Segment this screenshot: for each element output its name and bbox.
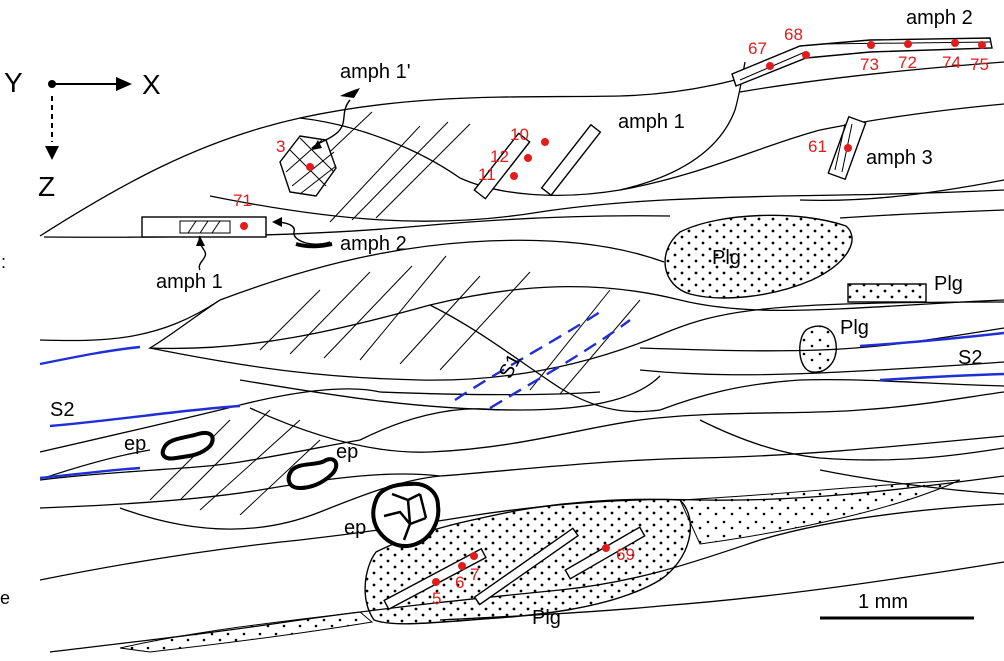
point-marker — [951, 39, 959, 47]
point-label: 73 — [860, 55, 879, 74]
point-label: 71 — [233, 191, 252, 210]
amph1-grain — [542, 125, 601, 195]
label-amph1-prime: amph 1' — [340, 61, 411, 83]
label-s2-left: S2 — [50, 399, 74, 421]
hatch-line — [290, 272, 370, 354]
point-marker — [524, 154, 532, 162]
s2-trace — [860, 333, 1004, 346]
plg-small-grain — [800, 326, 836, 372]
point-marker — [802, 51, 810, 59]
point-marker — [470, 552, 478, 560]
label-plg-right: Plg — [934, 273, 963, 295]
axis-x-arrowhead — [116, 77, 132, 91]
s2-trace — [880, 374, 1004, 380]
point-label: 75 — [970, 55, 989, 74]
point-label: 61 — [808, 137, 827, 156]
band-line — [220, 240, 664, 300]
hatch-line — [352, 122, 448, 220]
edge-mark-bottom: e — [0, 588, 10, 609]
band-line — [40, 300, 220, 341]
point-marker — [458, 562, 466, 570]
plg-large-grain — [665, 215, 852, 298]
point-label: 5 — [432, 589, 441, 608]
label-s2-right: S2 — [958, 347, 982, 369]
band-line — [840, 210, 1004, 218]
label-plg-large: Plg — [712, 247, 741, 269]
ep-grain — [289, 459, 337, 488]
point-label: 12 — [490, 147, 509, 166]
point-marker — [510, 172, 518, 180]
band-line — [430, 305, 660, 412]
amph1prime-arrow-tail — [340, 88, 360, 98]
hatch-line — [400, 276, 480, 364]
hatch-line — [376, 124, 470, 218]
label-ep-mid: ep — [336, 441, 358, 463]
edge-mark-top: : — [1, 252, 6, 273]
ep-grain — [163, 433, 213, 459]
label-amph2-top: amph 2 — [906, 7, 973, 29]
label-amph3: amph 3 — [866, 147, 933, 169]
amph2-arrowhead — [272, 217, 282, 227]
hatch-line — [260, 290, 320, 350]
label-amph1-top: amph 1 — [618, 111, 685, 133]
hatch-line — [530, 290, 610, 390]
point-label: 68 — [784, 25, 803, 44]
point-marker — [306, 163, 314, 171]
band-line — [800, 180, 1004, 200]
label-amph1-left: amph 1 — [156, 271, 223, 293]
hatch-line — [440, 272, 530, 370]
hatch-line — [324, 266, 412, 358]
point-marker — [432, 578, 440, 586]
axis-x-label: X — [142, 69, 161, 100]
point-marker — [541, 138, 549, 146]
s2-trace — [40, 347, 140, 364]
label-ep-bottom: ep — [344, 517, 366, 539]
label-plg-bottom: Plg — [532, 607, 561, 629]
point-marker — [867, 41, 875, 49]
point-label: 74 — [942, 53, 961, 72]
point-marker — [904, 40, 912, 48]
point-label: 72 — [898, 53, 917, 72]
point-label: 11 — [478, 165, 496, 184]
point-marker — [766, 62, 774, 70]
label-s1: S1 — [495, 350, 526, 382]
point-label: 6 — [455, 573, 464, 592]
band-line — [360, 409, 500, 440]
point-marker — [602, 544, 610, 552]
point-marker — [240, 222, 248, 230]
axis-indicator: Y X Z — [4, 67, 161, 202]
plg-elongate-grain — [848, 284, 926, 302]
band-line — [250, 392, 1004, 452]
point-label: 69 — [616, 545, 635, 564]
plg-tail — [680, 480, 960, 544]
point-label: 7 — [470, 565, 479, 584]
hatch-line — [150, 420, 230, 500]
band-line — [150, 302, 1004, 380]
s2-trace — [50, 406, 240, 426]
plg-tail — [120, 612, 372, 652]
label-plg-small: Plg — [840, 317, 869, 339]
label-amph2-left: amph 2 — [340, 233, 407, 255]
s1-trace — [455, 312, 600, 400]
scale-bar-label: 1 mm — [858, 591, 908, 613]
axis-y-label: Y — [4, 67, 23, 98]
axis-z-label: Z — [38, 171, 55, 202]
scale-bar: 1 mm — [820, 591, 974, 618]
point-marker — [978, 41, 986, 49]
band-line — [660, 380, 1004, 410]
point-label: 3 — [276, 137, 285, 156]
point-label: 10 — [510, 125, 529, 144]
hatch-line — [360, 256, 446, 360]
hatch-line — [330, 126, 420, 222]
s2-trace — [40, 468, 140, 478]
axis-z-arrowhead — [45, 146, 59, 160]
amph2-leader-thick — [296, 244, 332, 246]
epidote-grains — [163, 433, 439, 546]
label-ep-left: ep — [124, 433, 146, 455]
point-marker — [844, 144, 852, 152]
point-label: 67 — [748, 39, 767, 58]
